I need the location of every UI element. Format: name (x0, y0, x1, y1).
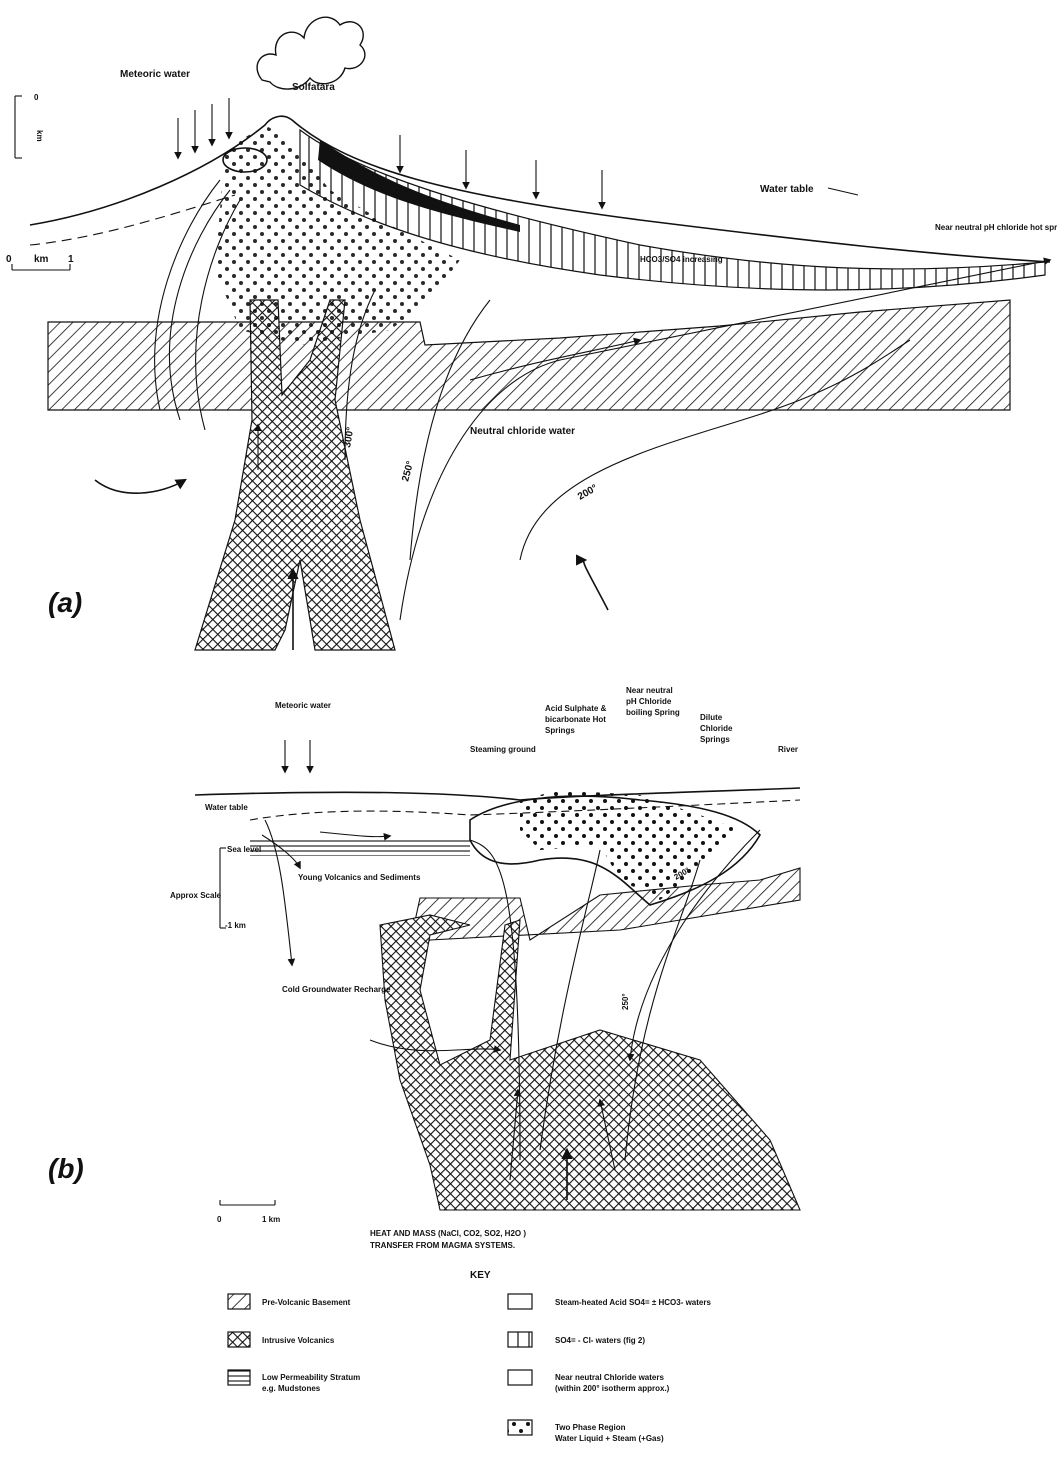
label-sea-level: Sea level (227, 845, 261, 854)
svg-text:km: km (35, 130, 44, 142)
label-meteoric-water-a: Meteoric water (120, 69, 190, 80)
caption-line-2: TRANSFER FROM MAGMA SYSTEMS. (370, 1241, 515, 1250)
svg-text:Intrusive Volcanics: Intrusive Volcanics (262, 1336, 335, 1345)
key-item-near-neutral-chloride: Near neutral Chloride waters (within 200… (508, 1370, 670, 1393)
svg-text:0: 0 (6, 254, 12, 265)
label-meteoric-water-b: Meteoric water (275, 701, 331, 710)
label-solfatara: Solfatara (292, 82, 335, 93)
meteoric-arrows-b (285, 740, 310, 772)
panel-label-a: (a) (48, 587, 82, 618)
label-water-table-a: Water table (760, 184, 814, 195)
key-title: KEY (470, 1270, 491, 1281)
isotherm-label-300: 300° (342, 426, 356, 448)
svg-text:Two Phase Region: Two Phase Region (555, 1423, 626, 1432)
isotherm-label-250-b: 250° (621, 993, 630, 1010)
label-approx-scale: Approx Scale (170, 891, 222, 900)
svg-text:0: 0 (34, 93, 39, 102)
svg-text:km: km (34, 254, 49, 265)
label-ratio-note: HCO3/SO4 increasing (640, 255, 723, 264)
svg-text:Pre-Volcanic Basement: Pre-Volcanic Basement (262, 1298, 351, 1307)
key-item-intrusive-volcanics: Intrusive Volcanics (228, 1332, 335, 1347)
label-cold-groundwater: Cold Groundwater Recharge (282, 985, 391, 994)
pre-volcanic-basement-b (400, 868, 800, 990)
pre-volcanic-basement-a (48, 300, 1010, 410)
key-item-so4-cl-waters: SO4= - Cl- waters (fig 2) (508, 1332, 645, 1347)
key-item-steam-heated-acid: Steam-heated Acid SO4= ± HCO3- waters (508, 1294, 711, 1309)
svg-text:Water Liquid + Steam (+Gas): Water Liquid + Steam (+Gas) (555, 1434, 664, 1443)
vertical-scale-b (220, 848, 226, 928)
panel-a: Meteoric water Solfatara Water table Nea… (6, 17, 1057, 650)
svg-text:1: 1 (68, 254, 74, 265)
label-water-table-b: Water table (205, 803, 248, 812)
key-item-low-permeability: Low Permeability Stratum e.g. Mudstones (228, 1370, 360, 1393)
intrusive-volcanics-b (380, 915, 800, 1210)
key-item-two-phase: Two Phase Region Water Liquid + Steam (+… (508, 1420, 664, 1443)
panel-label-b: (b) (48, 1153, 84, 1184)
svg-text:Steam-heated Acid SO4= ± HCO3-: Steam-heated Acid SO4= ± HCO3- waters (555, 1298, 711, 1307)
steam-plume (257, 17, 365, 89)
recharge-arrow-a (95, 480, 185, 493)
svg-text:1 km: 1 km (262, 1215, 280, 1224)
svg-text:Low Permeability Stratum: Low Permeability Stratum (262, 1373, 360, 1382)
label-young-volcanics: Young Volcanics and Sediments (298, 873, 421, 882)
label-minus-1km: -1 km (225, 921, 246, 930)
horizontal-scale-a: 0 km 1 (6, 254, 74, 270)
flow-line-b-6 (320, 832, 390, 837)
label-neutral-chloride: Neutral chloride water (470, 426, 575, 437)
panel-b: Meteoric water Steaming ground Acid Sulp… (48, 685, 800, 1224)
legend-key: KEY Pre-Volcanic Basement Intrusive Volc… (228, 1270, 711, 1443)
label-dilute-chloride: Dilute Chloride Springs (700, 712, 755, 745)
label-near-neutral-springs-a: Near neutral pH chloride hot springs (935, 223, 1057, 232)
water-table-pointer-a (828, 188, 858, 195)
svg-text:0: 0 (217, 1215, 222, 1224)
ground-surface-b (195, 788, 800, 800)
svg-text:(within 200° isotherm approx.): (within 200° isotherm approx.) (555, 1384, 670, 1393)
horizontal-scale-b: 0 1 km (217, 1200, 280, 1224)
svg-text:e.g. Mudstones: e.g. Mudstones (262, 1384, 321, 1393)
label-steaming-ground: Steaming ground (470, 745, 536, 754)
label-near-neutral-boiling: Near neutral pH Chloride boiling Spring (626, 685, 681, 718)
upflow-arrow-a (584, 560, 608, 610)
caption-line-1: HEAT AND MASS (NaCl, CO2, SO2, H2O ) (370, 1229, 526, 1238)
label-acid-springs: Acid Sulphate & bicarbonate Hot Springs (545, 703, 620, 736)
key-item-pre-volcanic-basement: Pre-Volcanic Basement (228, 1294, 351, 1309)
label-river: River (778, 745, 798, 754)
vertical-scale-a: 0 km (15, 93, 44, 158)
isotherm-label-200: 200° (576, 483, 599, 503)
low-permeability-stratum-b (250, 838, 470, 856)
svg-text:SO4= - Cl- waters (fig 2): SO4= - Cl- waters (fig 2) (555, 1336, 645, 1345)
svg-text:Near neutral Chloride waters: Near neutral Chloride waters (555, 1373, 664, 1382)
isotherm-label-250: 250° (400, 460, 416, 483)
